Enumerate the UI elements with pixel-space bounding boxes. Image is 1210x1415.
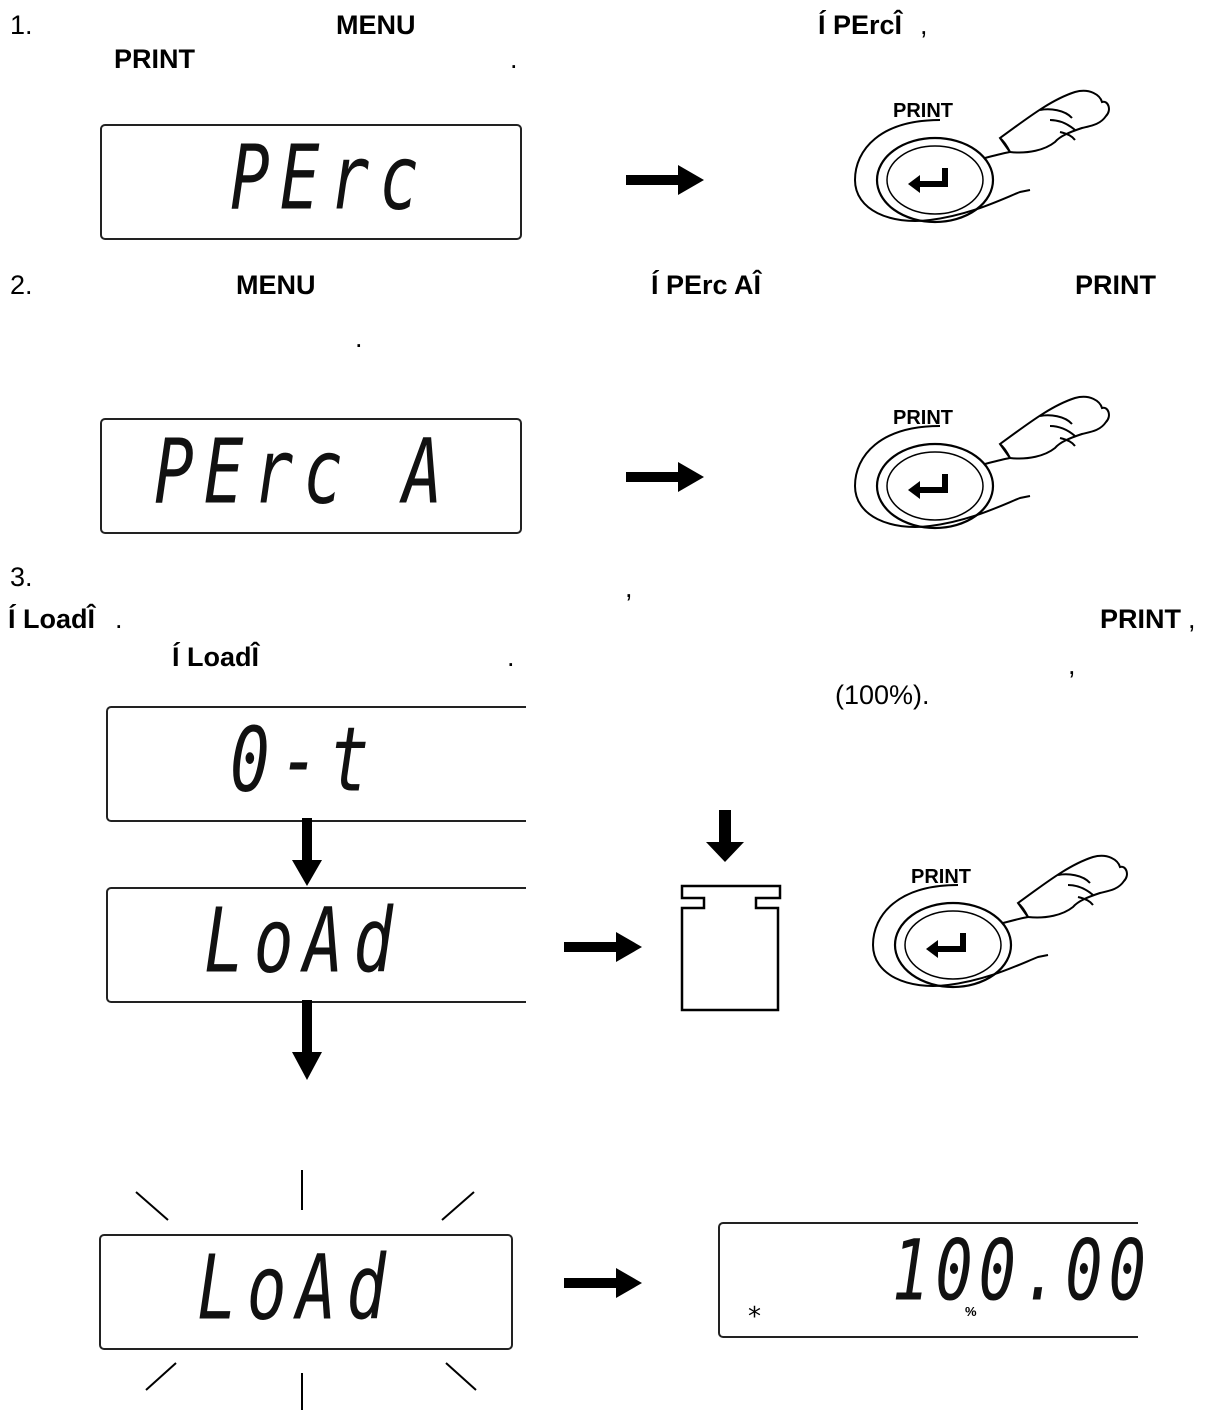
step3-comma1: , [625, 573, 633, 603]
step3-comma3: , [1068, 650, 1076, 680]
display-text: LoAd [197, 1242, 396, 1337]
stable-mark: * [748, 1302, 761, 1332]
step1-number: 1. [10, 10, 33, 40]
display-text: LoAd [204, 895, 403, 990]
lcd-display-result: 100.00 % * [718, 1222, 1138, 1338]
step1-comma: , [920, 10, 928, 40]
right-arrow-icon [626, 165, 706, 195]
down-arrow-icon [292, 1000, 322, 1080]
calibration-weight-icon [676, 810, 786, 1010]
lcd-display-zero-tare: 0-t [106, 706, 526, 822]
print-key-hand-icon [850, 386, 1120, 526]
step1-print-key: PRINT [114, 44, 195, 74]
lcd-display-load: LoAd [106, 887, 526, 1003]
step2-number: 2. [10, 270, 33, 300]
lcd-display-perc: PErc [100, 124, 522, 240]
step3-print-key: PRINT [1100, 604, 1181, 634]
step2-menu-key: MENU [236, 270, 316, 300]
display-text: 0-t [230, 714, 379, 809]
step3-period2: . [507, 642, 515, 672]
lcd-display-perc-a: PErc A [100, 418, 522, 534]
step3-percent: (100%). [835, 680, 930, 710]
display-text: PErc [230, 132, 429, 227]
step2-code: Í PErc AÎ [651, 270, 761, 300]
display-text: PErc A [154, 426, 452, 521]
result-unit: % [965, 1304, 977, 1319]
step3-load-code-2: Í LoadÎ [172, 642, 259, 672]
down-arrow-icon [292, 818, 322, 886]
lcd-display-load-flashing: LoAd [99, 1234, 513, 1350]
step3-period1: . [115, 604, 123, 634]
step3-number: 3. [10, 562, 33, 592]
print-key-hand-icon [850, 80, 1120, 220]
step3-comma2: , [1188, 604, 1196, 634]
step1-period: . [510, 44, 518, 74]
step1-code: Í PErcÎ [818, 10, 902, 40]
right-arrow-icon [626, 462, 706, 492]
step2-period: . [355, 323, 363, 353]
result-value: 100.00 [892, 1226, 1152, 1315]
print-key-hand-icon [868, 845, 1138, 985]
right-arrow-icon [564, 1268, 644, 1298]
step3-load-code: Í LoadÎ [8, 604, 95, 634]
step1-menu-key: MENU [336, 10, 416, 40]
step2-print-key: PRINT [1075, 270, 1156, 300]
right-arrow-icon [564, 932, 644, 962]
